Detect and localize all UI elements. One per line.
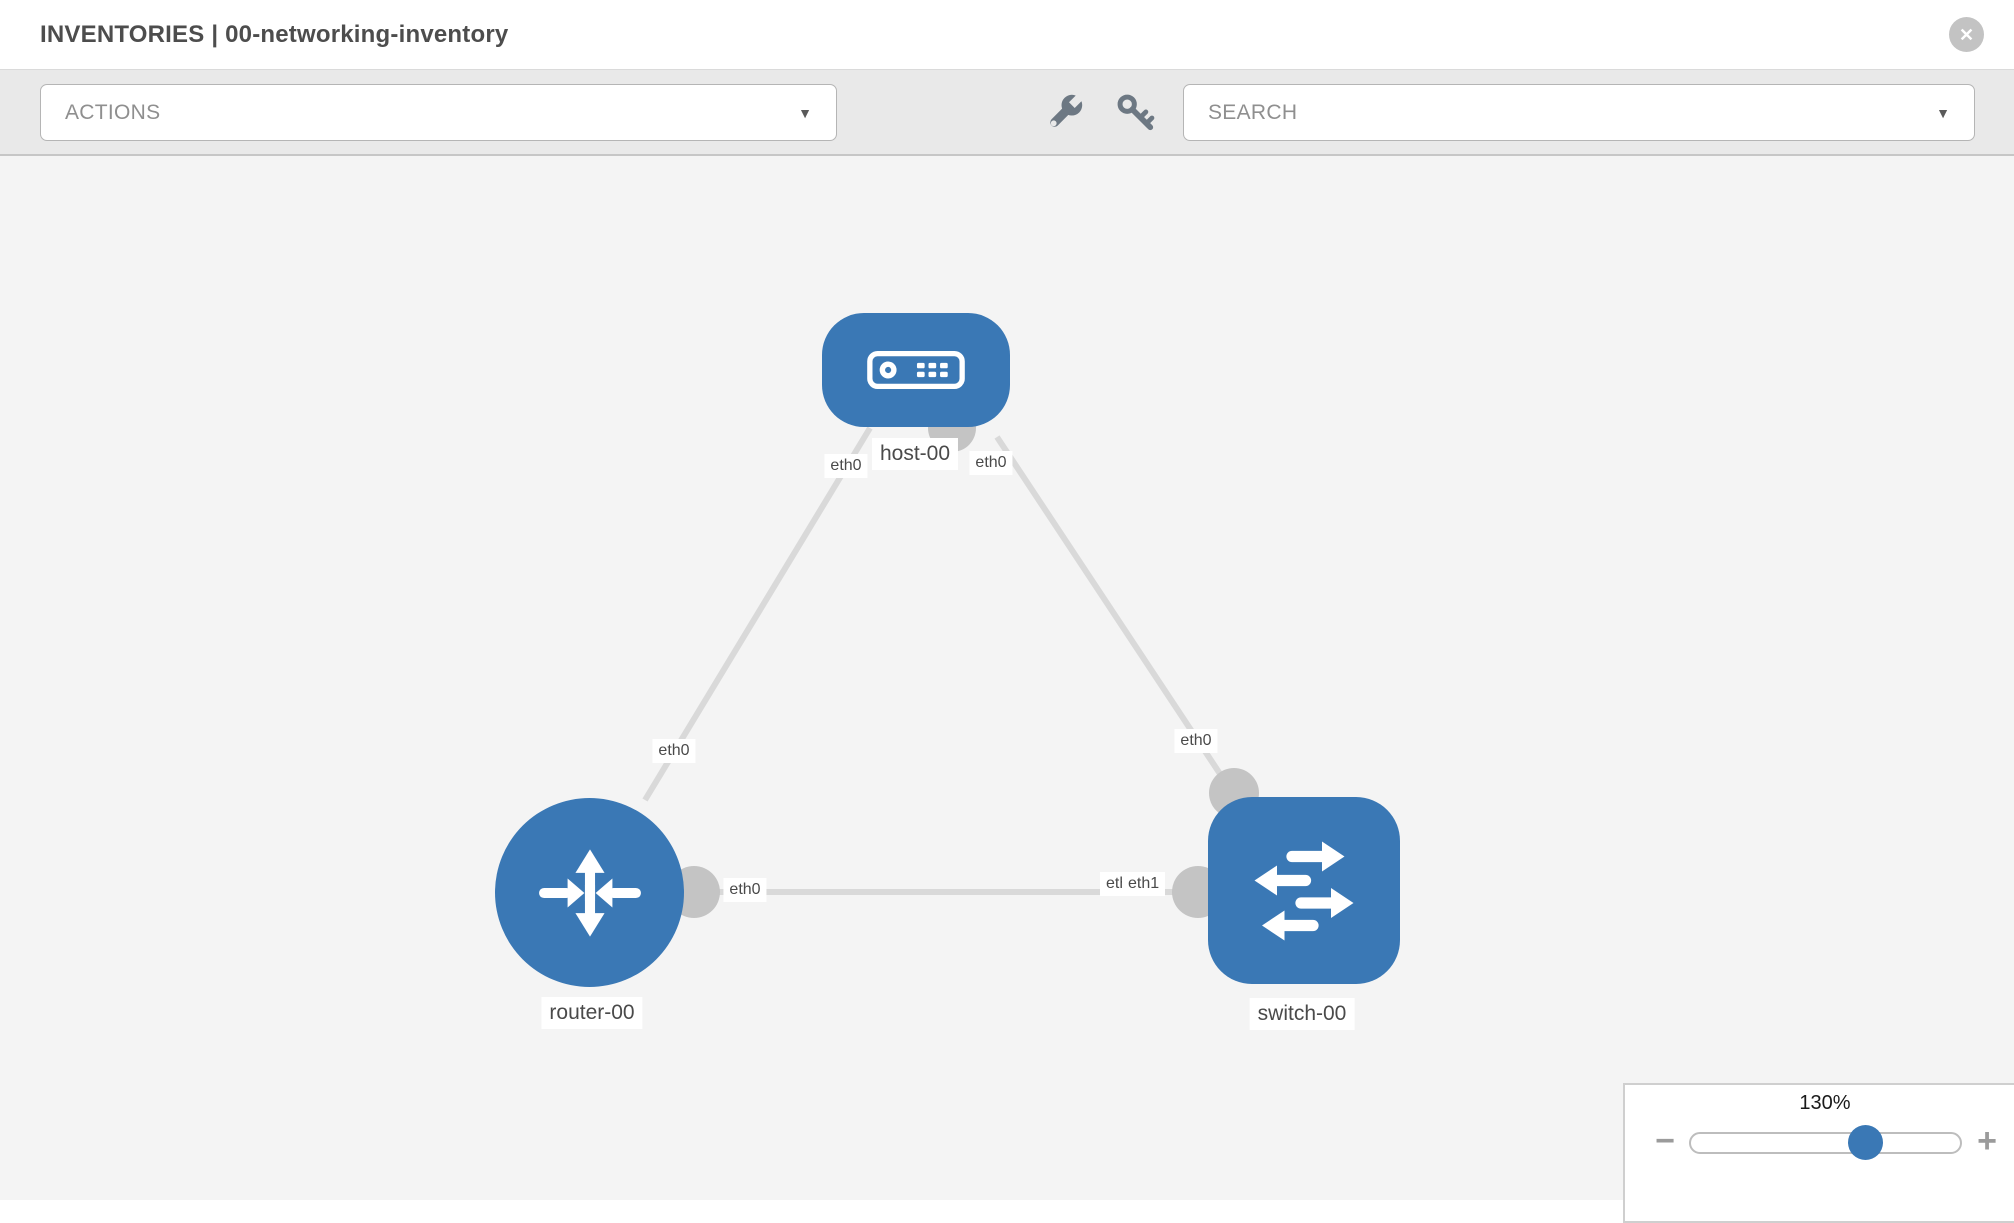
switch-icon — [1254, 841, 1354, 940]
router-icon — [538, 848, 641, 937]
zoom-slider-thumb[interactable] — [1848, 1125, 1883, 1160]
search-dropdown[interactable]: SEARCH ▼ — [1183, 84, 1975, 141]
node-label-host: host-00 — [871, 438, 959, 471]
node-switch[interactable] — [1208, 797, 1400, 984]
wrench-icon — [1050, 91, 1086, 127]
zoom-level-label: 130% — [1799, 1092, 1851, 1114]
search-dropdown-label: SEARCH — [1208, 100, 1298, 124]
interface-label-router-eth0: eth0 — [723, 878, 767, 903]
minus-icon: − — [1655, 1122, 1675, 1160]
toolbar: ACTIONS ▼ SEARCH ▼ — [0, 70, 2014, 156]
page-title: INVENTORIES | 00-networking-inventory — [40, 20, 509, 48]
title-bar: INVENTORIES | 00-networking-inventory ✕ — [0, 0, 2014, 70]
link-host-router — [642, 426, 873, 802]
zoom-in-button[interactable]: + — [1967, 1121, 2007, 1161]
plus-icon: + — [1977, 1122, 1997, 1160]
interface-label-host-eth0-right: eth0 — [969, 451, 1013, 476]
interface-label-switch-top-eth0: eth0 — [1174, 729, 1218, 754]
node-label-router: router-00 — [541, 997, 643, 1030]
host-icon — [867, 351, 965, 389]
interface-label-host-eth0-left: eth0 — [824, 454, 868, 479]
zoom-slider-track[interactable] — [1689, 1132, 1962, 1154]
zoom-out-button[interactable]: − — [1645, 1121, 1685, 1161]
chevron-down-icon: ▼ — [798, 104, 812, 121]
chevron-down-icon: ▼ — [1936, 104, 1950, 121]
actions-dropdown-label: ACTIONS — [65, 100, 161, 124]
interface-label-switch-eth1: eth1 — [1122, 872, 1166, 897]
credentials-button[interactable] — [1112, 89, 1160, 137]
actions-dropdown[interactable]: ACTIONS ▼ — [40, 84, 837, 141]
key-icon — [1117, 94, 1155, 131]
node-router[interactable] — [495, 798, 684, 987]
topology-canvas[interactable]: host-00 router-00 switch-00 eth0 eth0 et… — [0, 156, 2014, 1223]
close-button[interactable]: ✕ — [1949, 17, 1984, 52]
configure-button[interactable] — [1040, 89, 1088, 137]
node-label-switch: switch-00 — [1249, 998, 1355, 1031]
close-icon: ✕ — [1958, 24, 1975, 45]
topology-links — [642, 404, 1259, 918]
node-host[interactable] — [822, 313, 1010, 427]
zoom-control-panel: 130% − + — [1623, 1083, 2014, 1223]
interface-label-router-link-eth0: eth0 — [652, 739, 696, 764]
